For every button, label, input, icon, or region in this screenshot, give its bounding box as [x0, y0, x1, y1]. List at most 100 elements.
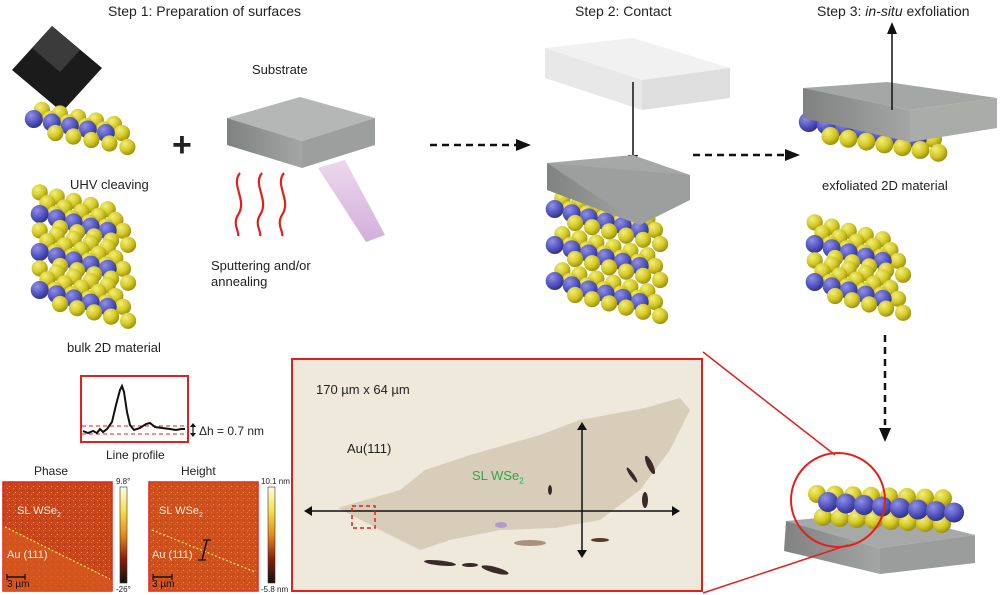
phase-min-label: -26°: [116, 585, 131, 594]
step1-title: Step 1: Preparation of surfaces: [108, 3, 301, 19]
yellow-atom: [120, 236, 137, 253]
yellow-atom: [635, 231, 652, 248]
optical-material-label: SL WSe2: [472, 468, 524, 486]
step3-title: Step 3: in-situ exfoliation: [817, 3, 970, 19]
dashed-arrow-right-2: [693, 149, 800, 161]
optical-material-sub: 2: [519, 476, 524, 486]
dashed-arrow-down: [879, 335, 891, 442]
zoom-line-bottom: [702, 544, 849, 594]
yellow-atom: [878, 300, 895, 317]
bulk-material-label: bulk 2D material: [67, 340, 161, 355]
sputtering-line2: annealing: [211, 274, 268, 289]
height-scale-label: 3 µm: [152, 579, 175, 590]
blue-atom: [545, 272, 564, 290]
yellow-atom: [114, 222, 132, 239]
step3-italic: in-situ: [865, 3, 903, 19]
blue-atom: [836, 493, 856, 514]
blue-atom: [545, 200, 564, 218]
yellow-atom: [114, 298, 132, 315]
plus-sign: +: [172, 126, 192, 164]
sputtering-label: Sputtering and/or annealing: [211, 258, 311, 290]
yellow-atom: [875, 135, 894, 154]
remaining-bulk-atoms: [805, 214, 912, 321]
step2-title: Step 2: Contact: [575, 3, 672, 19]
exfoliation-substrate-block: [803, 82, 997, 142]
yellow-atom: [567, 250, 584, 268]
height-material-label: SL WSe2: [159, 505, 203, 519]
step3-suffix: exfoliation: [902, 3, 970, 19]
lift-arrow: [887, 22, 897, 110]
uhv-cleaving-label: UHV cleaving: [70, 177, 149, 192]
step3-prefix: Step 3:: [817, 3, 866, 19]
yellow-atom: [821, 127, 840, 145]
exfoliated-label: exfoliated 2D material: [822, 178, 948, 193]
blue-atom: [30, 243, 49, 261]
yellow-atom: [839, 129, 858, 148]
blue-atom: [854, 495, 874, 515]
yellow-atom: [814, 508, 832, 526]
yellow-atom: [652, 235, 669, 253]
yellow-atom: [601, 295, 618, 312]
sputtering-line1: Sputtering and/or: [211, 258, 311, 273]
optical-material-text: SL WSe: [472, 468, 520, 483]
yellow-atom: [86, 304, 103, 321]
heat-waves-icon: [234, 172, 287, 237]
optical-substrate-label: Au(111): [347, 441, 392, 456]
contact-substrate-block: [547, 155, 690, 225]
height-substrate-label: Au (111): [152, 549, 193, 561]
phase-colorbar: [119, 486, 128, 584]
blue-atom: [818, 492, 838, 512]
height-min-label: -5.8 nm: [261, 585, 289, 594]
yellow-atom: [618, 299, 635, 316]
phase-title: Phase: [34, 464, 69, 478]
optical-image: [291, 358, 703, 592]
yellow-atom: [69, 300, 86, 317]
yellow-atom: [635, 303, 652, 320]
yellow-atom: [911, 141, 930, 159]
blue-atom: [805, 235, 824, 253]
height-colorbar: [267, 486, 276, 584]
bulk-material-atoms: [30, 184, 137, 329]
optical-dimensions: 170 µm x 64 µm: [316, 382, 410, 397]
yellow-atom: [652, 271, 669, 289]
yellow-atom: [567, 214, 584, 232]
zoom-circle: [790, 452, 886, 548]
phase-material-sub: 2: [56, 512, 61, 520]
yellow-atom: [895, 266, 912, 283]
yellow-atom: [635, 267, 652, 284]
phase-material-text: SL WSe: [17, 505, 57, 517]
yellow-atom: [618, 227, 635, 244]
yellow-atom: [83, 131, 100, 149]
blue-atom: [908, 499, 928, 520]
phase-scale-label: 3 µm: [7, 579, 30, 590]
yellow-atom: [889, 290, 907, 307]
dashed-arrow-right: [430, 139, 531, 151]
height-material-text: SL WSe: [159, 505, 199, 517]
height-title: Height: [181, 464, 216, 478]
yellow-atom: [52, 295, 69, 313]
zoom-line-top: [702, 351, 836, 456]
blue-atom: [30, 205, 49, 223]
yellow-atom: [831, 509, 849, 527]
yellow-atom: [895, 304, 912, 321]
yellow-atom: [646, 293, 664, 311]
yellow-atom: [114, 260, 132, 277]
blue-atom: [30, 281, 49, 299]
blue-atom: [872, 496, 892, 517]
yellow-atom: [857, 132, 876, 151]
yellow-atom: [601, 223, 618, 240]
phase-max-label: 9.8°: [116, 477, 131, 486]
yellow-atom: [65, 128, 82, 145]
blue-atom: [545, 236, 564, 254]
yellow-atom: [584, 219, 601, 236]
line-profile-caption: Line profile: [106, 448, 165, 462]
substrate-block: [227, 97, 375, 168]
yellow-atom: [584, 255, 601, 272]
yellow-atom: [119, 138, 136, 156]
yellow-atom: [103, 308, 120, 325]
yellow-atom: [889, 252, 907, 269]
height-material-sub: 2: [198, 512, 203, 520]
blue-atom: [890, 498, 910, 518]
substrate-label: Substrate: [252, 62, 308, 77]
